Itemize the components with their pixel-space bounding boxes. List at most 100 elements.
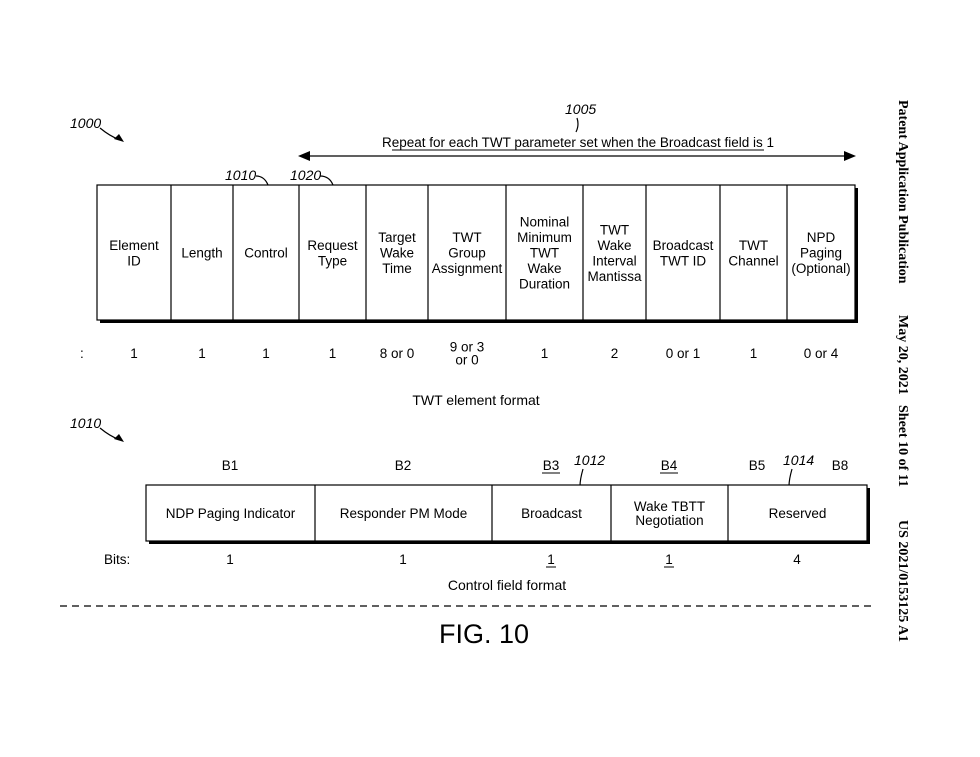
control-field-bits-value: 1 bbox=[547, 552, 555, 567]
bit-position-label: B2 bbox=[395, 458, 412, 473]
ref-1020: 1020 bbox=[290, 167, 334, 186]
ref-1014: 1014 bbox=[783, 452, 814, 487]
bit-position-label: B8 bbox=[832, 458, 849, 473]
control-field-cell: NDP Paging Indicator bbox=[166, 506, 296, 521]
twt-field-label: Time bbox=[382, 261, 412, 276]
ref-1010-control: 1010 bbox=[70, 415, 124, 442]
twt-field-size: 1 bbox=[262, 346, 270, 361]
header-publication: Patent Application Publication bbox=[895, 100, 910, 284]
twt-field-label: Nominal bbox=[520, 215, 570, 230]
bit-position-label: B5 bbox=[749, 458, 766, 473]
twt-field-label: Target bbox=[378, 230, 416, 245]
repeat-arrow-right-head bbox=[844, 151, 856, 161]
control-field-label: Responder PM Mode bbox=[340, 506, 468, 521]
twt-field-label: Length bbox=[181, 246, 222, 261]
twt-field-cell: Length bbox=[170, 185, 223, 320]
control-field-bits-value: 4 bbox=[793, 552, 801, 567]
ref-1005-leader bbox=[575, 117, 579, 133]
twt-field-size: 8 or 0 bbox=[380, 346, 415, 361]
twt-field-label: Wake bbox=[380, 246, 414, 261]
control-field-cell: Responder PM Mode bbox=[314, 485, 468, 541]
size-prefix: : bbox=[80, 346, 84, 361]
twt-field-label: TWT ID bbox=[660, 253, 706, 268]
ref-1010-control-arrowhead bbox=[114, 434, 124, 442]
ref-1012-leader bbox=[579, 468, 584, 487]
twt-field-label: Control bbox=[244, 246, 288, 261]
header-date: May 20, 2021 bbox=[895, 315, 910, 395]
twt-field-size: 0 or 1 bbox=[666, 346, 701, 361]
control-field-cell: Broadcast bbox=[491, 485, 582, 541]
twt-field-cell: Control bbox=[232, 185, 288, 320]
twt-table-frame bbox=[96, 184, 856, 321]
twt-field-label: Broadcast bbox=[653, 238, 714, 253]
twt-field-label: Request bbox=[307, 238, 358, 253]
ref-1000-arrowhead bbox=[114, 134, 124, 142]
twt-field-size: 1 bbox=[750, 346, 758, 361]
twt-field-label: Channel bbox=[728, 253, 778, 268]
twt-field-label: Element bbox=[109, 238, 159, 253]
control-field-cell: Reserved bbox=[727, 485, 827, 541]
twt-field-size: 1 bbox=[329, 346, 337, 361]
ref-1012-label: 1012 bbox=[574, 452, 605, 468]
header-number: US 2021/0153125 A1 bbox=[895, 520, 910, 642]
control-field-bits-value: 1 bbox=[399, 552, 407, 567]
twt-field-label: Minimum bbox=[517, 230, 572, 245]
control-field-caption: Control field format bbox=[448, 577, 566, 593]
repeat-indicator: 1005 Repeat for each TWT parameter set w… bbox=[298, 101, 856, 161]
ref-1010-top-label: 1010 bbox=[225, 167, 256, 183]
bit-position-label: B4 bbox=[661, 458, 678, 473]
repeat-arrow-left-head bbox=[298, 151, 310, 161]
twt-field-label: Paging bbox=[800, 246, 842, 261]
twt-field-size: or 0 bbox=[455, 353, 478, 368]
ref-1010-top: 1010 bbox=[225, 167, 269, 186]
figure-label: FIG. 10 bbox=[439, 619, 529, 649]
control-field-bits-value: 1 bbox=[226, 552, 234, 567]
twt-field-label: TWT bbox=[739, 238, 768, 253]
twt-field-label: Mantissa bbox=[587, 269, 642, 284]
twt-field-size: 0 or 4 bbox=[804, 346, 839, 361]
ref-1012: 1012 bbox=[574, 452, 605, 487]
twt-field-label: TWT bbox=[452, 230, 481, 245]
patent-header: Patent Application Publication May 20, 2… bbox=[895, 100, 910, 642]
twt-field-label: TWT bbox=[600, 222, 629, 237]
twt-field-size: 1 bbox=[130, 346, 138, 361]
ref-1014-leader bbox=[788, 468, 793, 487]
ref-1020-label: 1020 bbox=[290, 167, 321, 183]
control-field-label: NDP Paging Indicator bbox=[166, 506, 296, 521]
ref-1005-label: 1005 bbox=[565, 101, 596, 117]
twt-field-label: Type bbox=[318, 253, 347, 268]
control-field-bits-value: 1 bbox=[665, 552, 673, 567]
header-sheet: Sheet 10 of 11 bbox=[895, 405, 910, 487]
twt-field-size: 1 bbox=[541, 346, 549, 361]
control-field-label: Reserved bbox=[769, 506, 827, 521]
twt-field-label: Assignment bbox=[432, 261, 503, 276]
ref-1020-leader bbox=[319, 175, 334, 186]
bit-position-label: B3 bbox=[543, 458, 560, 473]
twt-field-label: Wake bbox=[527, 261, 561, 276]
twt-element-caption: TWT element format bbox=[412, 392, 539, 408]
twt-field-label: (Optional) bbox=[791, 261, 850, 276]
twt-field-label: Group bbox=[448, 246, 486, 261]
twt-field-label: Duration bbox=[519, 277, 570, 292]
control-field-label: Negotiation bbox=[635, 513, 703, 528]
ref-1010-control-label: 1010 bbox=[70, 415, 101, 431]
ref-1010-top-leader bbox=[255, 175, 269, 186]
twt-field-size: 2 bbox=[611, 346, 619, 361]
control-field-label: Broadcast bbox=[521, 506, 582, 521]
twt-field-size: 9 or 3 bbox=[450, 340, 485, 355]
